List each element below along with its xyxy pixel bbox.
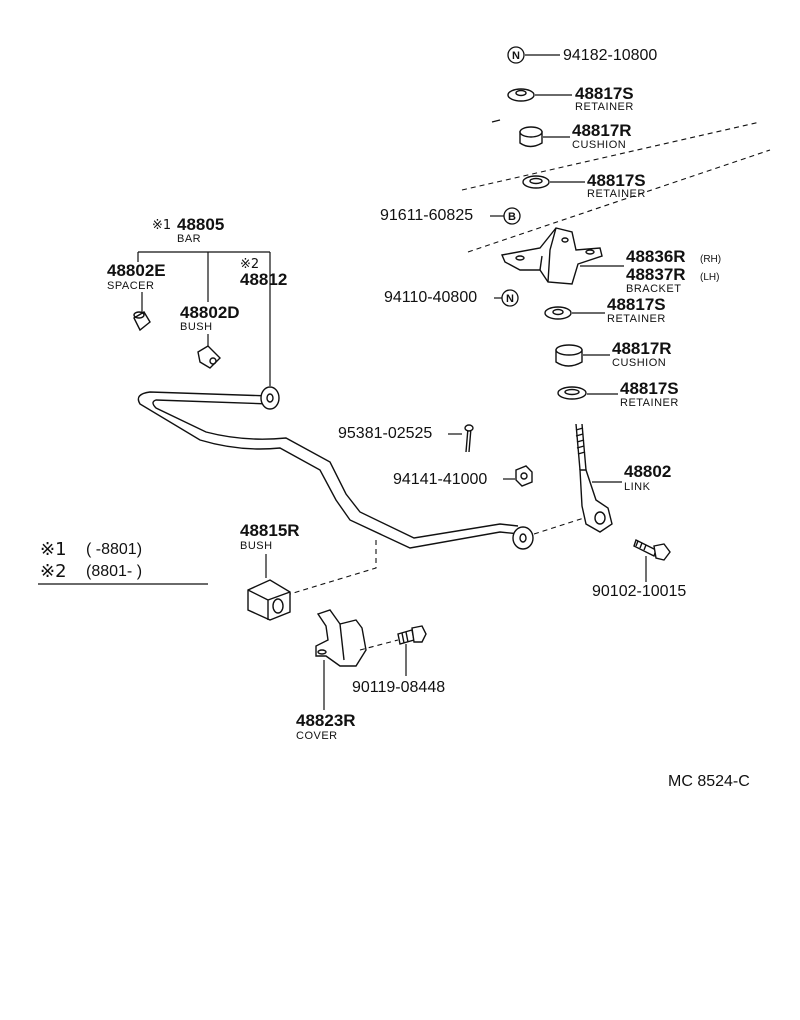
bracket-shape <box>501 227 603 285</box>
part-48823R-name: COVER <box>296 730 338 742</box>
frame-outline <box>461 119 771 253</box>
part-48815R: 48815R <box>240 521 300 540</box>
retainer-top-1-shape <box>507 88 535 102</box>
part-48837R-side: (LH) <box>700 272 719 283</box>
part-48802-name: LINK <box>624 481 651 493</box>
part-48817S-3: 48817S <box>607 295 666 314</box>
part-48817S-3-name: RETAINER <box>607 313 666 325</box>
part-48817R-1: 48817R <box>572 121 632 140</box>
legend-row1-mark: ※1 <box>40 539 67 560</box>
cushion-top-shape <box>519 126 543 148</box>
part-48817S-4-name: RETAINER <box>620 397 679 409</box>
part-48805: 48805 <box>177 215 224 234</box>
part-94110-40800: 94110-40800 <box>384 289 477 306</box>
legend: ※1 ( -8801) ※2 (8801- ) <box>38 539 208 585</box>
part-95381-02525: 95381-02525 <box>338 425 432 442</box>
stabilizer-link-shape <box>575 423 613 533</box>
reference-code: MC 8524-C <box>668 773 750 790</box>
bolt-91611-symbol: B <box>503 207 521 225</box>
stabilizer-bar-shape <box>137 386 534 550</box>
part-48805-name: BAR <box>177 233 201 245</box>
svg-text:N: N <box>512 50 520 62</box>
bar-mark: ※1 <box>152 218 171 233</box>
legend-row2-range: (8801- ) <box>86 563 142 580</box>
svg-text:B: B <box>508 211 516 223</box>
bolt-90119-shape <box>397 625 427 645</box>
bush-small-shape <box>197 345 221 369</box>
part-48817S-2: 48817S <box>587 171 646 190</box>
castle-nut-shape <box>515 465 533 487</box>
part-48817S-1-name: RETAINER <box>575 101 634 113</box>
part-91611-60825: 91611-60825 <box>380 207 473 224</box>
bolt-90102-shape <box>633 539 671 561</box>
part-48817R-2-name: CUSHION <box>612 357 666 369</box>
part-48817R-1-name: CUSHION <box>572 139 626 151</box>
legend-row1-range: ( -8801) <box>86 541 142 558</box>
part-48802: 48802 <box>624 462 671 481</box>
spacer-shape <box>133 311 151 332</box>
cover-bracket-shape <box>315 609 367 667</box>
part-90102-10015: 90102-10015 <box>592 583 686 600</box>
retainer-mid-2-shape <box>557 386 587 400</box>
part-94141-41000: 94141-41000 <box>393 471 487 488</box>
part-90119-08448: 90119-08448 <box>352 679 445 696</box>
nut-94182-symbol: N <box>507 46 525 64</box>
nut-94110-symbol: N <box>501 289 519 307</box>
part-48802D: 48802D <box>180 303 240 322</box>
part-48802E-name: SPACER <box>107 280 154 292</box>
retainer-mid-1-shape <box>544 306 572 320</box>
part-48817S-4: 48817S <box>620 379 679 398</box>
part-48836R-side: (RH) <box>700 254 721 265</box>
part-94182-10800: 94182-10800 <box>563 47 657 64</box>
part-48837R: 48837R <box>626 265 686 284</box>
cotter-pin-shape <box>464 424 474 453</box>
part-48817S-1: 48817S <box>575 84 634 103</box>
part-48836R: 48836R <box>626 247 686 266</box>
svg-text:N: N <box>506 293 514 305</box>
part-48802E: 48802E <box>107 261 166 280</box>
part-48817S-2-name: RETAINER <box>587 188 646 200</box>
part-48815R-name: BUSH <box>240 540 273 552</box>
part-48812-mark: ※2 <box>240 257 259 272</box>
part-48823R: 48823R <box>296 711 356 730</box>
cushion-mid-shape <box>555 344 583 367</box>
bar-label-leaders <box>137 251 271 386</box>
retainer-top-2-shape <box>522 175 550 189</box>
part-48817R-2: 48817R <box>612 339 672 358</box>
legend-row2-mark: ※2 <box>40 561 67 582</box>
bush-large-shape <box>247 579 291 621</box>
part-48812: 48812 <box>240 270 287 289</box>
part-bracket-name: BRACKET <box>626 283 681 295</box>
part-48802D-name: BUSH <box>180 321 213 333</box>
